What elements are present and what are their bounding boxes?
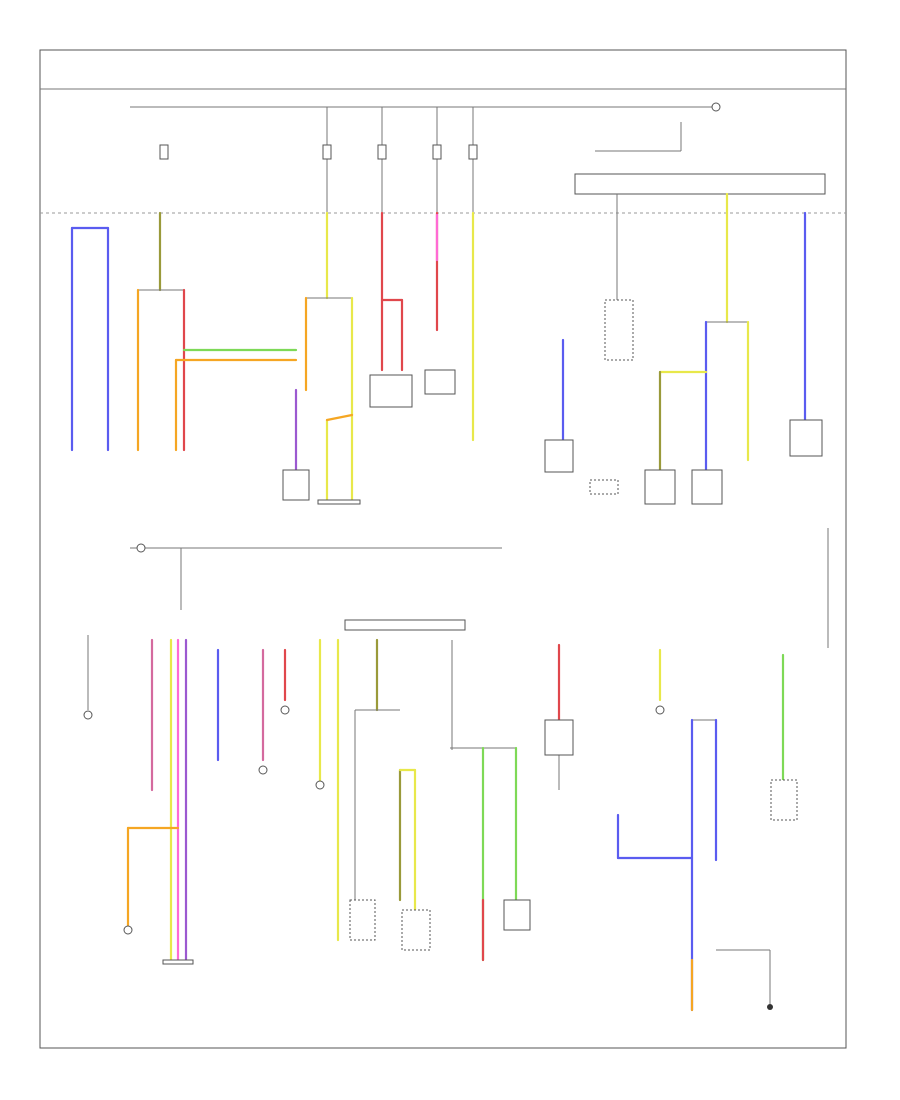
- upper-components: [282, 299, 823, 505]
- splice-dot-icon: [767, 1004, 773, 1010]
- connector-block-icon: [770, 779, 798, 821]
- connector-block-icon: [424, 369, 456, 395]
- ground-symbol-icon: [123, 925, 133, 935]
- lower-components: [123, 705, 798, 965]
- power-distribution-box: [574, 173, 826, 195]
- ground-symbol-icon: [258, 765, 268, 775]
- middle-bus: [130, 528, 829, 648]
- connector-block-icon: [317, 499, 361, 505]
- connector-block-icon: [401, 909, 431, 951]
- junction-connector-icon: [711, 102, 721, 112]
- connector-block-icon: [162, 959, 194, 965]
- connector-block-icon: [503, 899, 531, 931]
- fuse-icon: [322, 144, 332, 160]
- trailer-connector-block: [282, 469, 310, 501]
- diagram-frame: [39, 49, 847, 1049]
- lower-wires: [83, 635, 785, 1012]
- connector-block-icon: [789, 419, 823, 457]
- ground-symbol-icon: [315, 780, 325, 790]
- fuse-icon: [159, 144, 169, 160]
- connector-block-icon: [644, 469, 676, 505]
- ground-symbol-icon: [655, 705, 665, 715]
- connector-block-icon: [691, 469, 723, 505]
- ground-symbol-icon: [280, 705, 290, 715]
- fuse-group-top: [159, 107, 478, 213]
- fuse-icon: [432, 144, 442, 160]
- ground-symbol-icon: [83, 710, 93, 720]
- connector-block-icon: [604, 299, 634, 361]
- connector-block-icon: [589, 479, 619, 495]
- fuse-icon: [377, 144, 387, 160]
- connector-block-icon: [349, 899, 376, 941]
- fuse-icon: [468, 144, 478, 160]
- distribution-block: [344, 619, 466, 631]
- top-bus: [40, 88, 846, 214]
- connector-block-icon: [369, 374, 413, 408]
- upper-wires: [70, 192, 807, 502]
- junction-connector-icon: [136, 543, 146, 553]
- connector-block-icon: [544, 439, 574, 473]
- connector-block-icon: [544, 719, 574, 756]
